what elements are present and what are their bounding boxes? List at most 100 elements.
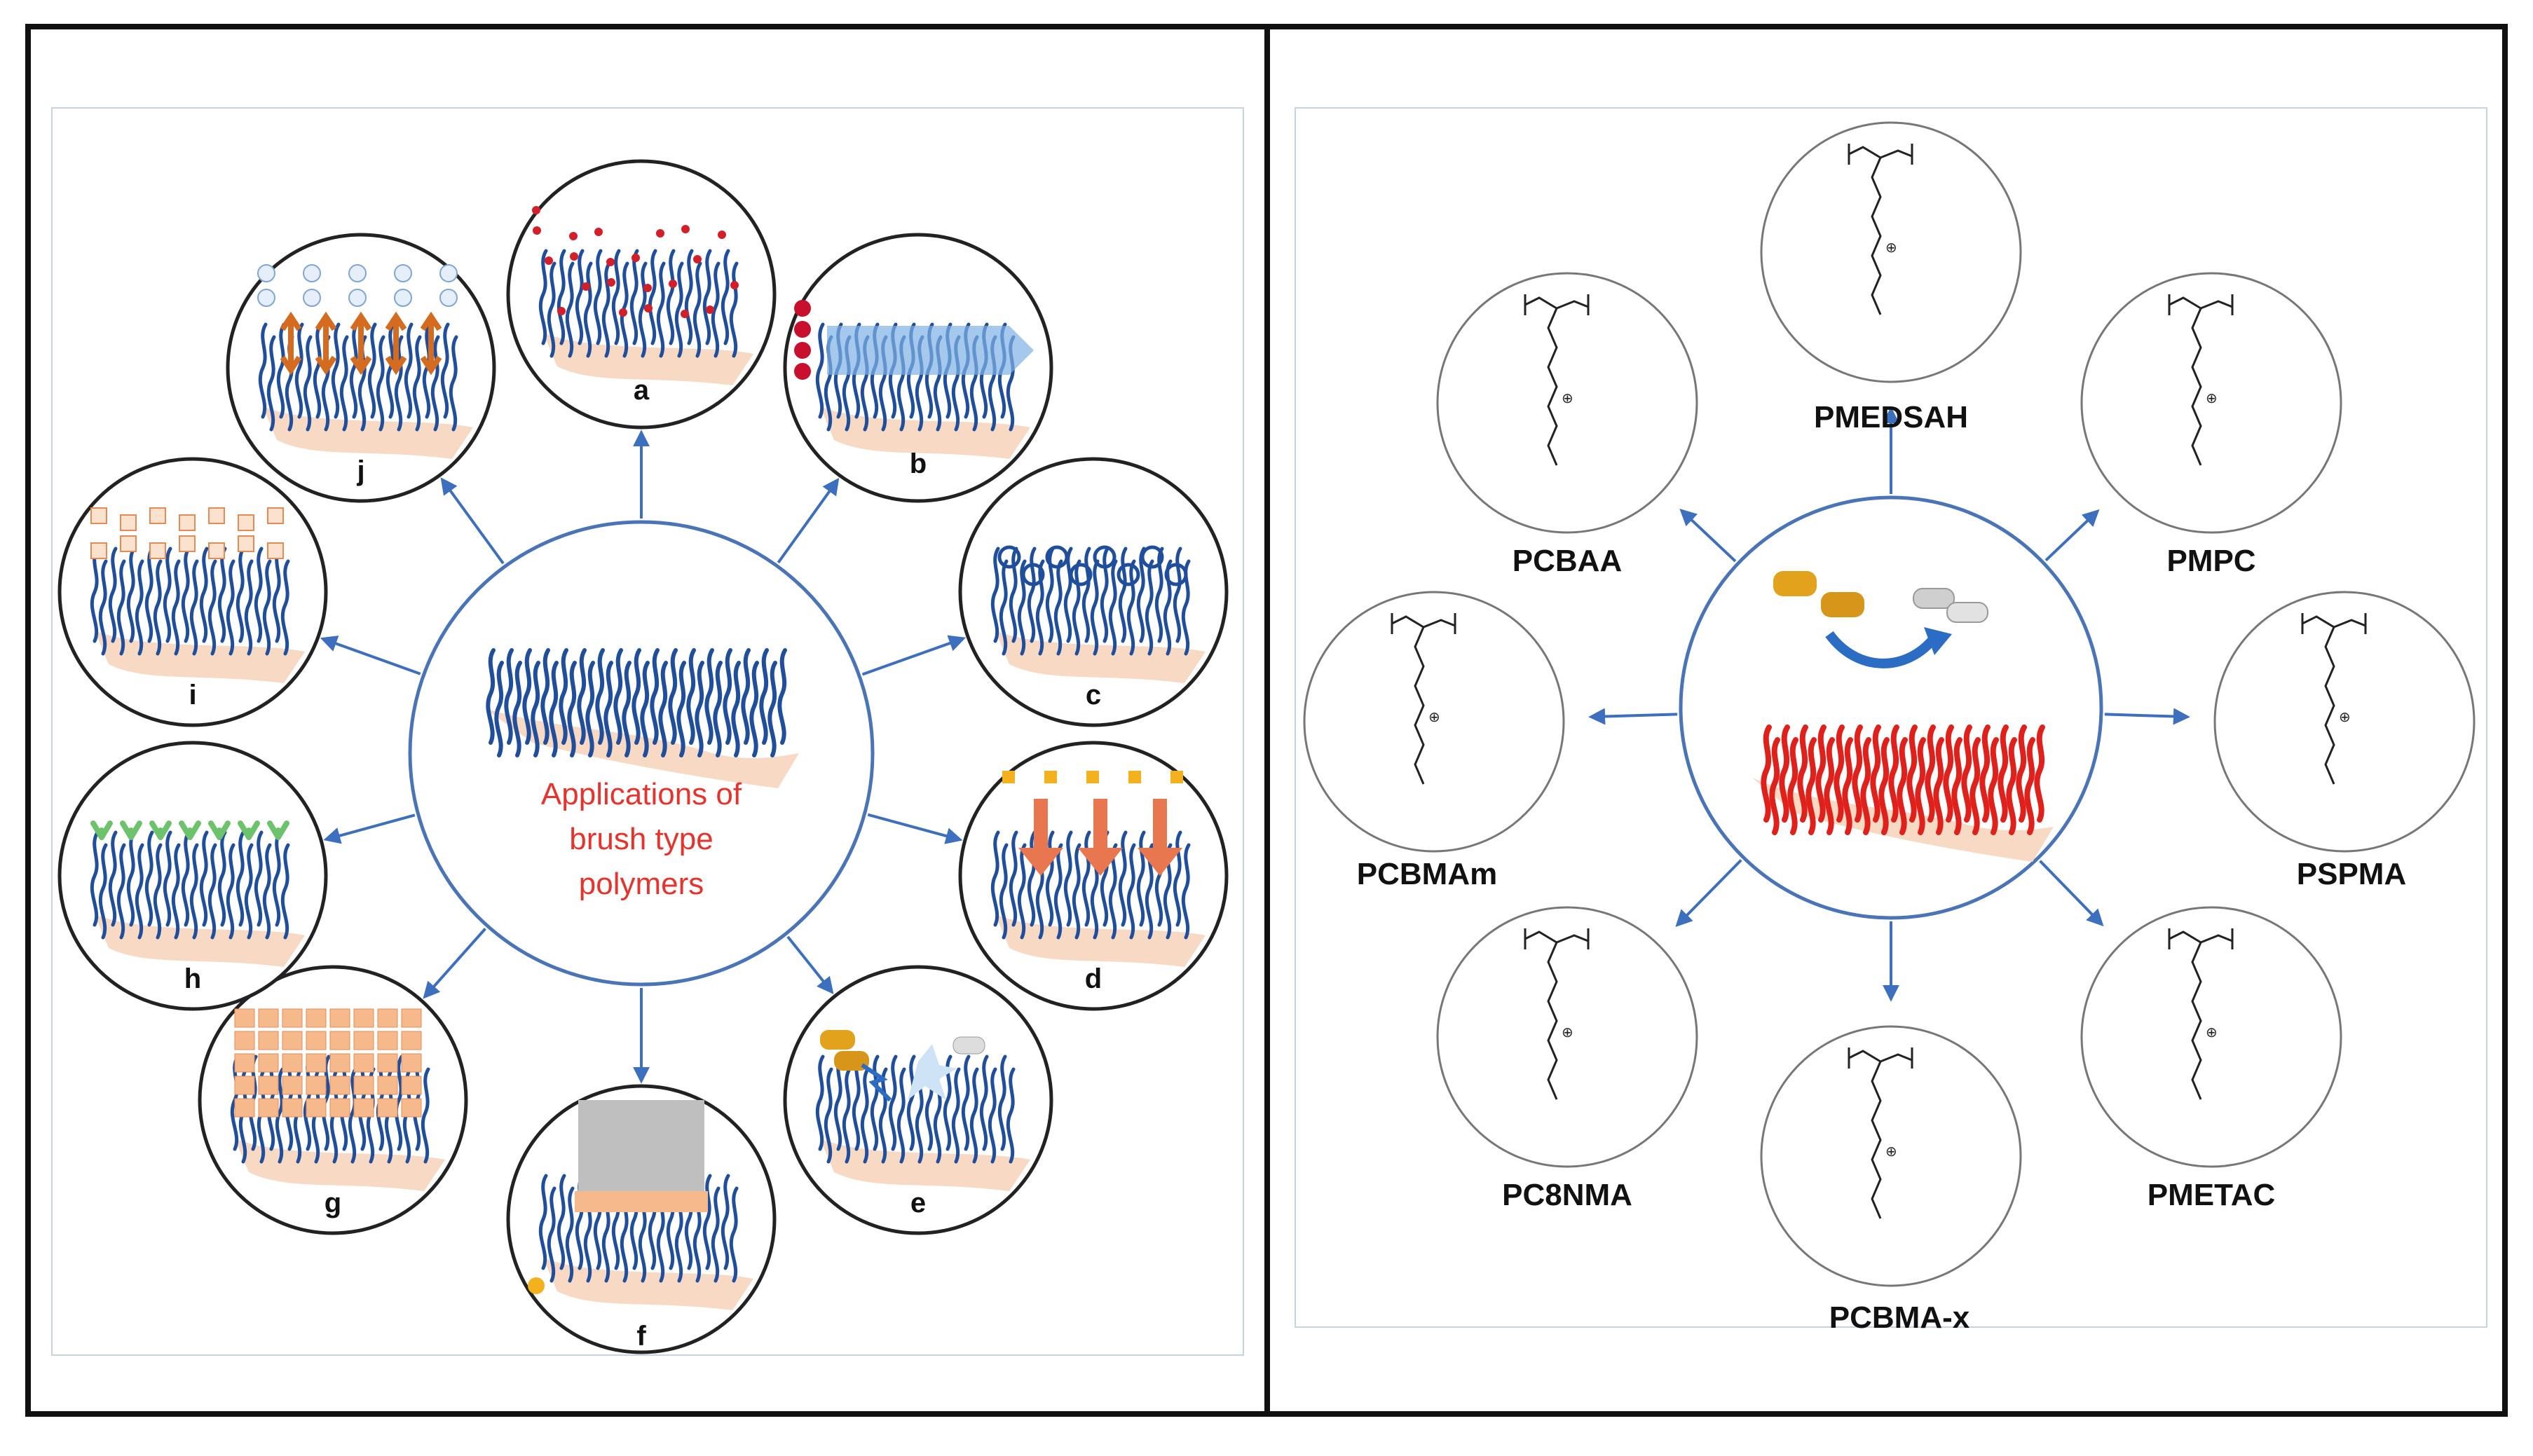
charged-group-icon: ⊕ — [2339, 710, 2351, 725]
right-panel-frame — [1264, 24, 2508, 1417]
brush-layer — [538, 249, 739, 358]
polymer-name-pmedsah: PMEDSAH — [1814, 400, 1968, 434]
particle-icon — [594, 228, 603, 236]
cell-block-icon — [353, 1031, 374, 1050]
panel-label-a: a — [634, 375, 650, 406]
panel-label-d: d — [1085, 963, 1102, 994]
left-inner-border — [51, 107, 1244, 1356]
application-panel-e: e — [783, 965, 1053, 1235]
arrow-to-pc8nma — [1675, 859, 1742, 927]
particle-icon — [681, 225, 690, 233]
cell-block-icon — [377, 1076, 398, 1095]
cell-icon — [348, 289, 367, 307]
side-chain-icon — [2191, 308, 2202, 466]
cell-block-icon — [401, 1031, 422, 1050]
application-panel-g: g — [198, 965, 468, 1235]
right-arrows — [1588, 406, 2190, 1002]
arrow-to-pspma — [2104, 708, 2190, 725]
cell-block-icon — [329, 1008, 350, 1028]
polymer-name-pcbmam: PCBMAm — [1357, 857, 1497, 891]
panel-label-e: e — [910, 1188, 926, 1218]
arrow-to-pmpc — [2044, 509, 2100, 562]
particle-icon — [619, 308, 627, 317]
panel-label-c: c — [1086, 680, 1101, 710]
polymer-structure-pcbma-x: ⊕ PCBMA-x — [1760, 1025, 2022, 1335]
side-chain-icon — [2324, 626, 2335, 785]
particle-icon — [730, 281, 739, 289]
antibody-icon — [208, 820, 231, 840]
bacterium-gold-icon — [820, 1030, 855, 1050]
particle-icon — [631, 254, 640, 262]
release-arrow-icon — [1078, 799, 1123, 876]
cell-icon — [794, 363, 811, 380]
polymer-structure-pcbaa: ⊕PCBAA — [1436, 272, 1698, 578]
arrow-to-panel-e — [786, 935, 834, 994]
cell-block-icon — [329, 1076, 350, 1095]
arrow-to-panel-h — [323, 813, 416, 844]
charged-group-icon: ⊕ — [1885, 1144, 1897, 1160]
cell-block-icon — [306, 1076, 327, 1095]
cell-icon — [439, 264, 458, 282]
coil-icon — [1140, 545, 1164, 569]
arrow-to-pcbmam — [1588, 708, 1678, 725]
right-inner-border — [1295, 107, 2487, 1328]
flow-arrow-icon — [827, 326, 1034, 375]
brush-layer — [258, 322, 458, 432]
cell-block-icon — [306, 1031, 327, 1050]
cell-block-icon — [377, 1053, 398, 1073]
cell-block-icon — [401, 1008, 422, 1028]
panel-label-b: b — [910, 448, 927, 479]
cell-block-icon — [377, 1008, 398, 1028]
arrow-to-panel-c — [861, 635, 967, 676]
bidirectional-arrow-icon — [420, 311, 442, 376]
bidirectional-arrow-icon — [385, 311, 407, 376]
cell-block-icon — [377, 1031, 398, 1050]
coil-icon — [1021, 563, 1045, 586]
bacterium-gold-icon — [834, 1051, 869, 1071]
center-title-line-3: polymers — [579, 867, 704, 901]
charged-group-icon: ⊕ — [1562, 1025, 1573, 1041]
polymer-structure-pc8nma: ⊕PC8NMA — [1436, 906, 1698, 1212]
cell-block-icon — [234, 1076, 255, 1095]
particle-icon — [557, 307, 566, 315]
cell-block-icon — [401, 1076, 422, 1095]
center-brush-right — [1761, 724, 2045, 835]
particle-icon — [570, 252, 578, 261]
protein-icon — [208, 507, 225, 524]
protein-icon — [149, 542, 166, 559]
charged-group-icon: ⊕ — [1562, 391, 1573, 406]
drug-icon — [1170, 771, 1183, 783]
application-panel-c: c — [958, 457, 1229, 727]
coil-icon — [1069, 563, 1093, 586]
polymer-structure-pcbmam: ⊕PCBMAm — [1303, 591, 1565, 891]
polymer-name-pcbma-x: PCBMA-x — [1829, 1300, 1970, 1335]
application-panel-a: a — [506, 159, 777, 430]
particle-icon — [606, 258, 615, 266]
particle-icon — [569, 232, 578, 240]
particle-icon — [681, 310, 689, 318]
cell-icon — [794, 321, 811, 338]
cell-icon — [439, 289, 458, 307]
probe-cylinder-icon — [578, 1100, 704, 1205]
cell-block-icon — [401, 1098, 422, 1118]
protein-icon — [120, 535, 137, 552]
cell-icon — [257, 289, 275, 307]
cell-block-icon — [282, 1098, 303, 1118]
cell-block-icon — [306, 1008, 327, 1028]
release-arrow-icon — [1825, 631, 1939, 668]
arrow-to-pmetac — [2039, 860, 2104, 927]
bacterium-gold-icon — [1773, 571, 1817, 596]
antibody-icon — [90, 820, 113, 840]
cell-icon — [794, 300, 811, 317]
brush-layer — [990, 830, 1191, 940]
arrow-to-panel-g — [423, 928, 486, 999]
antibody-icon — [149, 820, 172, 840]
cell-block-icon — [234, 1008, 255, 1028]
bacterium-grey-icon — [1946, 602, 1988, 623]
arrow-to-pcbaa — [1679, 508, 1737, 563]
cell-block-icon — [234, 1031, 255, 1050]
cell-block-icon — [234, 1053, 255, 1073]
cell-block-icon — [258, 1053, 279, 1073]
coil-icon — [1164, 563, 1188, 586]
panel-label-h: h — [184, 963, 201, 994]
